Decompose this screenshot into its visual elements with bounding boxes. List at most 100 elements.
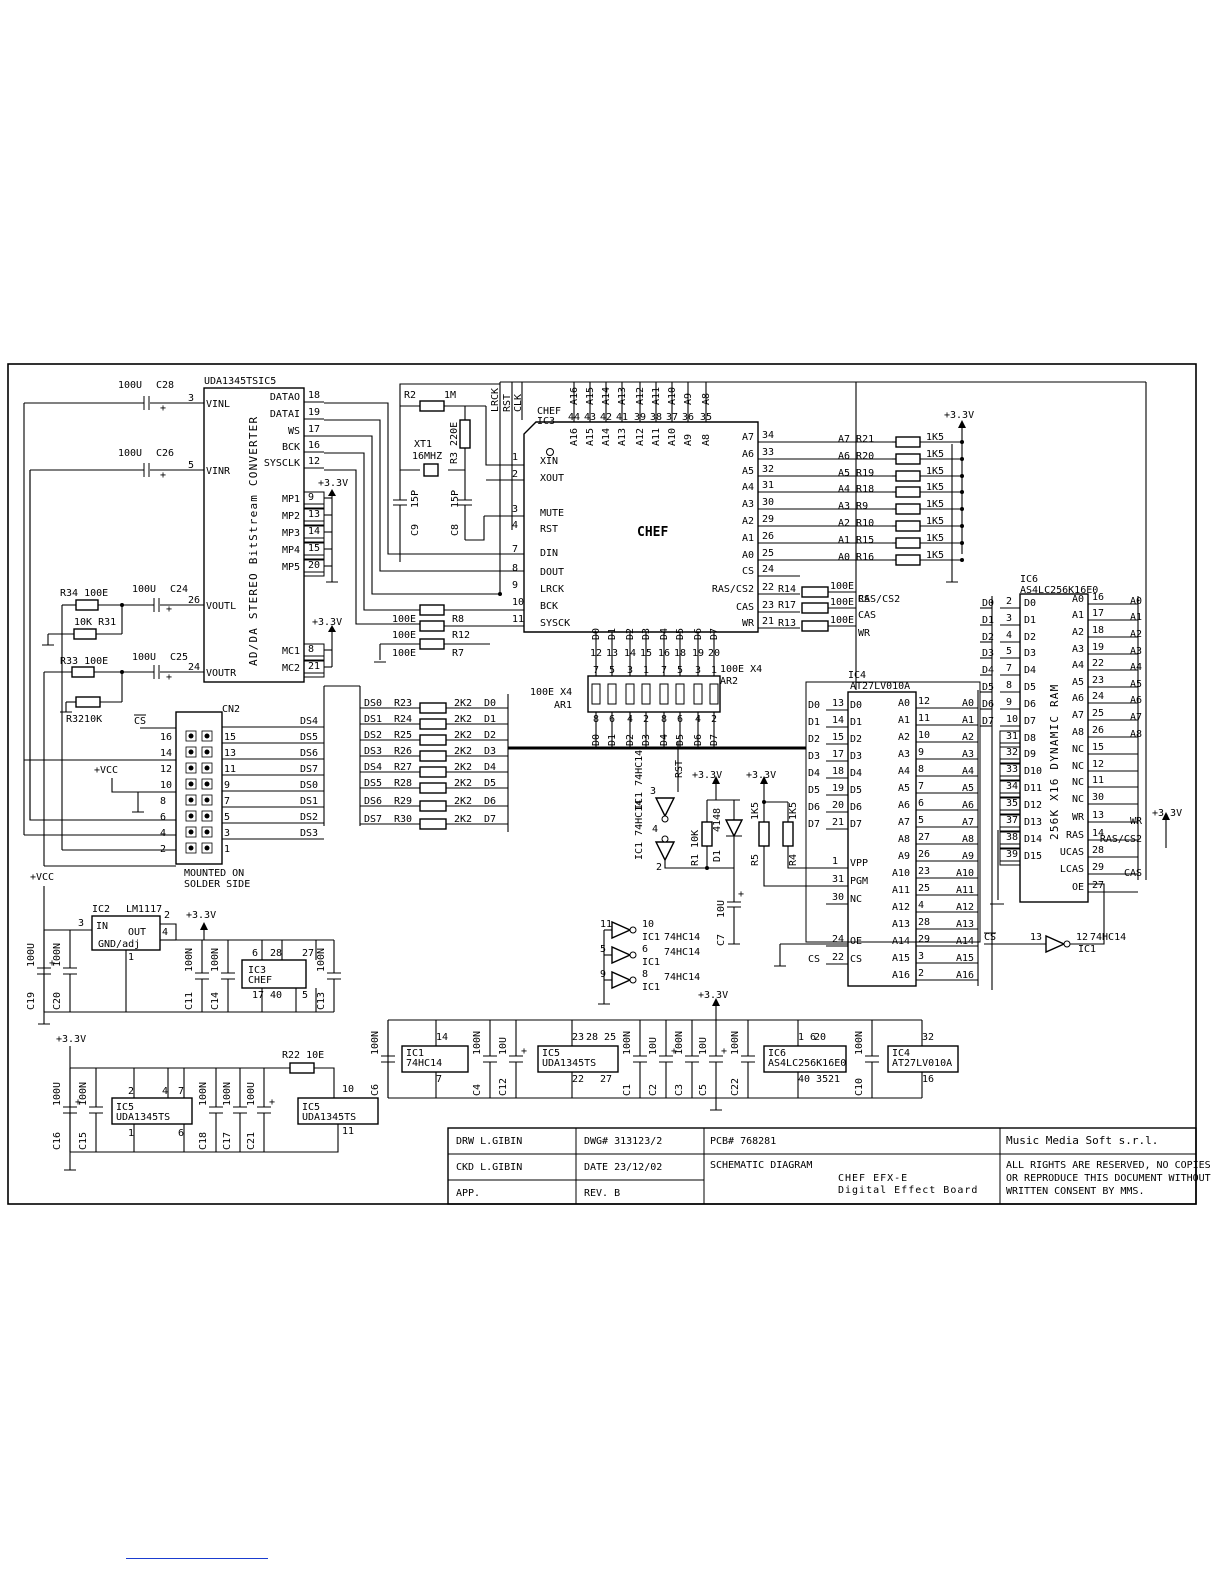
ram-body — [1019, 593, 1089, 903]
addr-res-val-2: 1K5 — [926, 466, 944, 477]
ar-element-2 — [625, 683, 635, 705]
ram-lpin-name-10: D10 — [1024, 766, 1042, 777]
ram-net-9: WR — [1130, 816, 1143, 827]
ds-d-0: D0 — [484, 698, 496, 709]
reset-pin-3: 3 — [650, 786, 656, 797]
address-pullup-supply: +3.3V — [944, 410, 974, 583]
reset-circuit: RST IC1 74HC14 IC1 74HC14 3 4 2 R1 10K D… — [634, 742, 848, 946]
ram-supply-label: +3.3V — [1152, 808, 1182, 819]
ds-ref-1: R24 — [394, 714, 412, 725]
chef-pwr-pin-28: 28 — [270, 948, 282, 959]
c25-ref: C25 — [170, 652, 188, 663]
ram-rpin-name-7: A7 — [1072, 710, 1084, 721]
reg-vcc-label: +VCC — [30, 872, 54, 883]
spare-gate-part-0: 74HC14 — [664, 932, 700, 943]
ds-val-0: 2K2 — [454, 698, 472, 709]
eprom-rnet-6: A6 — [962, 800, 974, 811]
codec-pwr-pin6: 6 — [178, 1128, 184, 1139]
r31-label: 10K R31 — [74, 617, 116, 628]
codec-pin-num-1: 5 — [188, 460, 194, 471]
cs-gate-label: IC1 — [1078, 944, 1096, 955]
tb-app: APP. — [456, 1188, 480, 1199]
ram-lpin-name-3: D3 — [1024, 648, 1036, 659]
ar-element-6 — [693, 683, 703, 705]
c28-ref: C28 — [156, 380, 174, 391]
cn2-net-6: DS2 — [300, 812, 318, 823]
codec-rpin-num-2: 17 — [308, 424, 320, 435]
ram-lnet-0: D0 — [982, 598, 994, 609]
chef-pwr-pin-40: 40 — [270, 990, 282, 1001]
eprom-rpin-name-8: A8 — [898, 834, 910, 845]
row-ic-label-0: IC1 — [406, 1048, 424, 1059]
ram-net-6: A6 — [1130, 695, 1142, 706]
tb-drw: DRW L.GIBIN — [456, 1136, 522, 1147]
codec-rpin-num-10: 8 — [308, 644, 314, 655]
addr-res-body-6 — [895, 537, 921, 549]
ds-val-3: 2K2 — [454, 746, 472, 757]
svg-text:+: + — [160, 470, 166, 481]
ram-rpin-name-9: NC — [1072, 744, 1084, 755]
chef-ref2: IC3 — [537, 416, 555, 427]
net-rst: RST — [502, 394, 513, 412]
ar-net-1: D1 — [607, 734, 618, 746]
reset-r4-ref: R4 — [788, 854, 799, 866]
row-ic-pt-2: 1 6 — [798, 1032, 816, 1043]
ctrl-res-body-2 — [801, 620, 829, 632]
codec-cap-0-value: 100U — [52, 1082, 63, 1106]
ctrl-res-body-1 — [801, 602, 829, 614]
codec-pwr-pin1: 1 — [128, 1128, 134, 1139]
chef-rpin-name-1: A6 — [742, 449, 754, 460]
ram-lnet-7: D7 — [982, 716, 994, 727]
ram-lpin-name-11: D11 — [1024, 783, 1042, 794]
spare-gate-part-1: 74HC14 — [664, 947, 700, 958]
reset-c7-value: 10U — [716, 900, 727, 918]
reg-pin-4: 4 — [162, 927, 168, 938]
eprom-rpin-name-4: A4 — [898, 766, 910, 777]
chef-rpin-name-11: WR — [742, 618, 755, 629]
eprom-lpin-num-1: 14 — [832, 715, 844, 726]
eprom-rpin-name-16: A16 — [892, 970, 910, 981]
spare-gate-out-1: 6 — [642, 944, 648, 955]
cn2-note-1: MOUNTED ON — [184, 868, 244, 879]
ram-lpin-name-12: D12 — [1024, 800, 1042, 811]
chef-rpin-name-5: A2 — [742, 516, 754, 527]
codec-rpin-num-1: 19 — [308, 407, 320, 418]
cn2-net-5: DS1 — [300, 796, 318, 807]
ctrl-res-val-1: 100E — [830, 597, 854, 608]
cn2-rpin-3: 9 — [224, 780, 230, 791]
ds-val-7: 2K2 — [454, 814, 472, 825]
eprom-lnet-6: D6 — [808, 802, 820, 813]
ram-rpin-num-7: 25 — [1092, 708, 1104, 719]
ram-rpin-num-3: 19 — [1092, 642, 1104, 653]
ram-net-5: A5 — [1130, 679, 1142, 690]
eprom-rpin-num-5: 7 — [918, 781, 924, 792]
addr-res-val-5: 1K5 — [926, 516, 944, 527]
row-ic-pb-1: 22 — [572, 1074, 584, 1085]
eprom-lpin-name-9: PGM — [850, 876, 868, 887]
reg-in: IN — [96, 921, 108, 932]
ram-rpin-name-11: NC — [1072, 777, 1084, 788]
eprom-rpin-name-13: A13 — [892, 919, 910, 930]
codec-rpin-num-9: 20 — [308, 560, 320, 571]
vcc-cap-1-value: 100N — [52, 943, 63, 967]
row-cap-7-value: 100N — [730, 1031, 741, 1055]
codec-rpin-name-10: MC1 — [282, 646, 300, 657]
eprom-rpin-name-9: A9 — [898, 851, 910, 862]
ar2-ref: AR2 — [720, 676, 738, 687]
ar-element-7 — [709, 683, 719, 705]
eprom-rpin-num-1: 11 — [918, 713, 930, 724]
ctrl-res-net-0: CS — [858, 594, 870, 605]
footer-link-underline[interactable] — [126, 1558, 268, 1559]
ds-d-7: D7 — [484, 814, 496, 825]
row-caps: C6100NC4100N+C1210UC1100N+C210UC3100N+C5… — [370, 1020, 879, 1098]
ds-res-body-4 — [419, 766, 447, 778]
addr-res-label-4: A3 R9 — [838, 501, 868, 512]
chef-rpin-name-4: A3 — [742, 499, 754, 510]
eprom-rnet-2: A2 — [962, 732, 974, 743]
ram-rpin-name-0: A0 — [1072, 594, 1084, 605]
addr-res-val-6: 1K5 — [926, 533, 944, 544]
codec-cap-1-value: 100N — [78, 1082, 89, 1106]
ar2-value: 100E X4 — [720, 664, 762, 675]
row-ic-pb2-2: 21 — [828, 1074, 840, 1085]
